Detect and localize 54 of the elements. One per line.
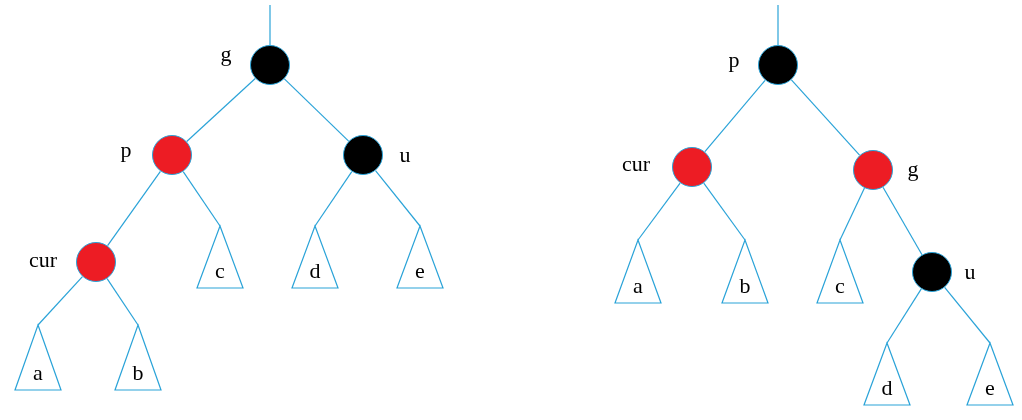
subtree-triangle: [615, 240, 661, 303]
subtree-label: b: [739, 275, 751, 297]
tree-edge: [186, 77, 256, 143]
subtree-triangle: [197, 226, 243, 288]
tree-node-circle: [152, 135, 192, 175]
tree-edge: [704, 79, 766, 153]
tree-node-circle: [76, 242, 116, 282]
node-label: cur: [28, 249, 58, 271]
tree-edge: [283, 78, 350, 142]
tree-edge: [314, 170, 353, 227]
tree-edge: [882, 186, 923, 256]
subtree-label: c: [215, 260, 225, 282]
tree-edge: [703, 182, 746, 241]
tree-node-circle: [343, 135, 383, 175]
subtree-label: e: [415, 260, 425, 282]
node-label: u: [964, 261, 976, 283]
node-label: p: [728, 49, 740, 71]
subtree-triangle: [115, 325, 161, 390]
tree-edge: [374, 170, 421, 227]
node-label: g: [220, 43, 232, 65]
tree-edge: [269, 4, 271, 46]
subtree-label: c: [835, 275, 845, 297]
tree-edge: [944, 286, 991, 344]
tree-node-circle: [250, 45, 290, 85]
subtree-label: e: [985, 377, 995, 399]
tree-edge: [777, 4, 779, 46]
subtree-label: d: [309, 260, 321, 282]
subtree-triangle: [292, 226, 338, 288]
node-label: cur: [621, 153, 651, 175]
tree-edge: [790, 79, 861, 156]
tree-edge: [886, 288, 922, 344]
tree-edge: [106, 278, 139, 326]
subtree-triangle: [864, 343, 910, 405]
tree-node-circle: [758, 45, 798, 85]
tree-node-circle: [853, 150, 893, 190]
tree-edge: [637, 182, 681, 241]
tree-edge: [37, 276, 84, 326]
subtree-triangle: [397, 226, 443, 288]
subtree-label: d: [881, 377, 893, 399]
subtree-label: a: [33, 362, 43, 384]
node-label: p: [120, 139, 132, 161]
subtree-label: a: [633, 275, 643, 297]
subtree-triangle: [817, 240, 863, 303]
subtree-label: b: [132, 362, 144, 384]
tree-edge: [107, 170, 161, 247]
tree-edge: [182, 170, 221, 227]
subtree-triangle: [722, 240, 768, 303]
tree-node-circle: [672, 147, 712, 187]
node-label: g: [907, 158, 919, 180]
subtree-triangle: [15, 325, 61, 390]
tree-edge: [839, 187, 866, 241]
subtree-triangle: [967, 343, 1013, 405]
node-label: u: [399, 144, 411, 166]
tree-node-circle: [912, 252, 952, 292]
